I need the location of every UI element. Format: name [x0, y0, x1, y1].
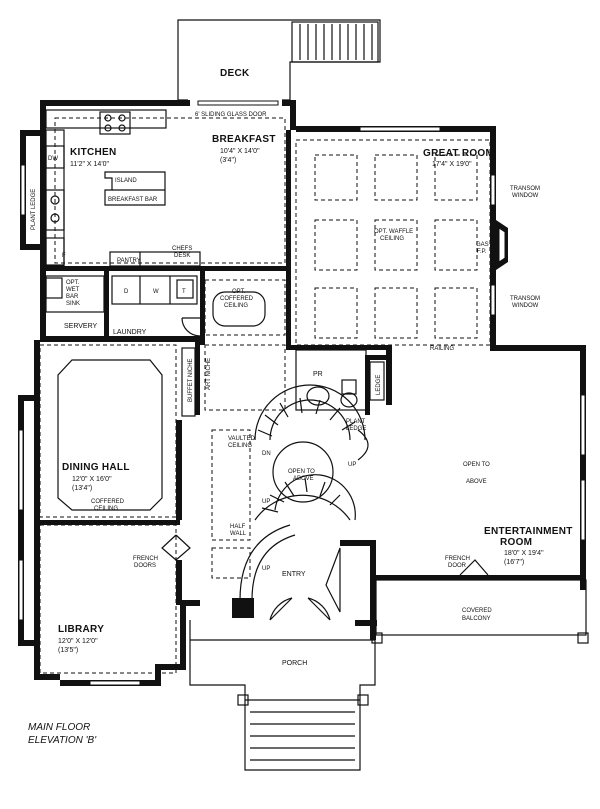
label-french-door-1: FRENCH — [445, 556, 470, 562]
deck-stairs — [299, 24, 373, 60]
label-railing: RAILING — [430, 346, 454, 352]
label-french-doors-1: FRENCH — [133, 556, 158, 562]
label-pantry: PANTRY — [117, 258, 141, 264]
caption-elevation: ELEVATION 'B' — [28, 735, 97, 746]
label-covered-2: BALCONY — [462, 616, 491, 622]
label-kitchen-dim: 11'2" X 14'0" — [70, 161, 110, 168]
curved-stair — [232, 384, 369, 618]
label-library-metric: (13'5") — [58, 647, 78, 654]
label-ledge: LEDGE — [376, 375, 382, 395]
label-fridge: F — [62, 253, 66, 259]
label-dining-dim: 12'0" X 16'0" — [72, 476, 112, 483]
label-buffet-niche: BUFFET NICHE — [188, 358, 194, 402]
label-covered-1: COVERED — [462, 608, 492, 614]
windows — [18, 100, 586, 686]
label-library-dim: 12'0" X 12'0" — [58, 638, 98, 645]
label-opt-wet-4: SINK — [66, 301, 80, 307]
label-stair-open-2: ABOVE — [293, 476, 314, 482]
label-coffered-3: CEILING — [224, 303, 248, 309]
label-entry: ENTRY — [282, 571, 306, 578]
dining-area — [39, 344, 286, 579]
label-library: LIBRARY — [58, 624, 104, 635]
label-transom-2a: TRANSOM — [510, 296, 540, 302]
label-coffered-1: OPT. — [232, 289, 246, 295]
label-dining-coffered-1: COFFERED — [91, 499, 125, 505]
deck — [177, 19, 381, 101]
label-transom-1a: TRANSOM — [510, 186, 540, 192]
label-plant-ledge-1: PLANT — [346, 419, 366, 425]
label-chefs-1: CHEFS — [172, 246, 192, 252]
label-coffered-2: COFFERED — [220, 296, 254, 302]
exterior-walls — [18, 100, 586, 686]
waffle-ceiling — [314, 154, 508, 339]
label-french-doors-2: DOORS — [134, 563, 156, 569]
label-waffle-2: CEILING — [380, 236, 404, 242]
label-entertainment-metric: (16'7") — [504, 559, 524, 566]
label-transom-2b: WINDOW — [512, 303, 539, 309]
library — [39, 524, 177, 674]
label-dining-metric: (13'4") — [72, 485, 92, 492]
label-breakfast-bar: BREAKFAST BAR — [108, 197, 158, 203]
label-breakfast-dim: 10'4" X 14'0" — [220, 148, 260, 155]
caption-main-floor: MAIN FLOOR — [28, 722, 90, 733]
label-servery: SERVERY — [64, 323, 98, 330]
label-open-above-r2: ABOVE — [466, 479, 487, 485]
label-stair-dn: DN — [262, 451, 271, 457]
label-great-room-dim: 17'4" X 19'0" — [432, 161, 472, 168]
servery-laundry — [45, 275, 286, 337]
label-great-room: GREAT ROOM — [423, 148, 494, 159]
label-gas-2: F.P. — [477, 249, 487, 255]
label-entertainment-1: ENTERTAINMENT — [484, 526, 573, 537]
label-vaulted-2: CEILING — [228, 443, 252, 449]
label-dw: DW — [48, 156, 58, 162]
label-pr: PR — [313, 371, 323, 378]
label-tub: T — [182, 289, 186, 295]
label-waffle-1: OPT. WAFFLE — [374, 229, 413, 235]
label-kitchen: KITCHEN — [70, 147, 117, 158]
interior-walls — [40, 130, 580, 605]
label-breakfast: BREAKFAST — [212, 134, 276, 145]
label-opt-wet-1: OPT. — [66, 280, 80, 286]
label-deck: DECK — [220, 68, 250, 79]
label-opt-wet-3: BAR — [66, 294, 79, 300]
label-half-wall-1: HALF — [230, 524, 246, 530]
porch — [189, 620, 376, 771]
label-chefs-2: DESK — [174, 253, 190, 259]
label-half-wall-2: WALL — [230, 531, 247, 537]
label-stair-open-1: OPEN TO — [288, 469, 315, 475]
label-plant-ledge-left: PLANT LEDGE — [31, 189, 37, 230]
room-labels: DECK 6' SLIDING GLASS DOOR KITCHEN 11'2"… — [28, 68, 573, 746]
kitchen-area — [45, 109, 491, 346]
label-french-door-2: DOOR — [448, 563, 467, 569]
label-transom-1b: WINDOW — [512, 193, 539, 199]
label-stair-up-3: UP — [262, 566, 270, 572]
label-entertainment-2: ROOM — [500, 537, 532, 548]
label-open-above-r1: OPEN TO — [463, 462, 490, 468]
label-laundry: LAUNDRY — [113, 329, 147, 336]
label-dryer: D — [124, 289, 129, 295]
label-island: ISLAND — [115, 178, 137, 184]
label-art-niche: ART NICHE — [206, 358, 212, 390]
label-dining: DINING HALL — [62, 462, 130, 473]
label-washer: W — [153, 289, 159, 295]
label-vaulted-1: VAULTED — [228, 436, 255, 442]
label-entertainment-dim: 18'0" X 19'4" — [504, 550, 544, 557]
label-breakfast-metric: (3'4") — [220, 157, 236, 164]
label-dining-coffered-2: CEILING — [94, 506, 118, 512]
covered-balcony — [371, 579, 589, 644]
label-plant-ledge-2: LEDGE — [346, 426, 366, 432]
label-porch: PORCH — [282, 660, 307, 667]
label-opt-wet-2: WET — [66, 287, 80, 293]
entry — [161, 534, 489, 621]
label-stair-up-1: UP — [348, 462, 356, 468]
label-stair-up-2: UP — [262, 499, 270, 505]
label-gas-1: GAS — [476, 242, 489, 248]
label-sliding-door: 6' SLIDING GLASS DOOR — [195, 112, 267, 118]
